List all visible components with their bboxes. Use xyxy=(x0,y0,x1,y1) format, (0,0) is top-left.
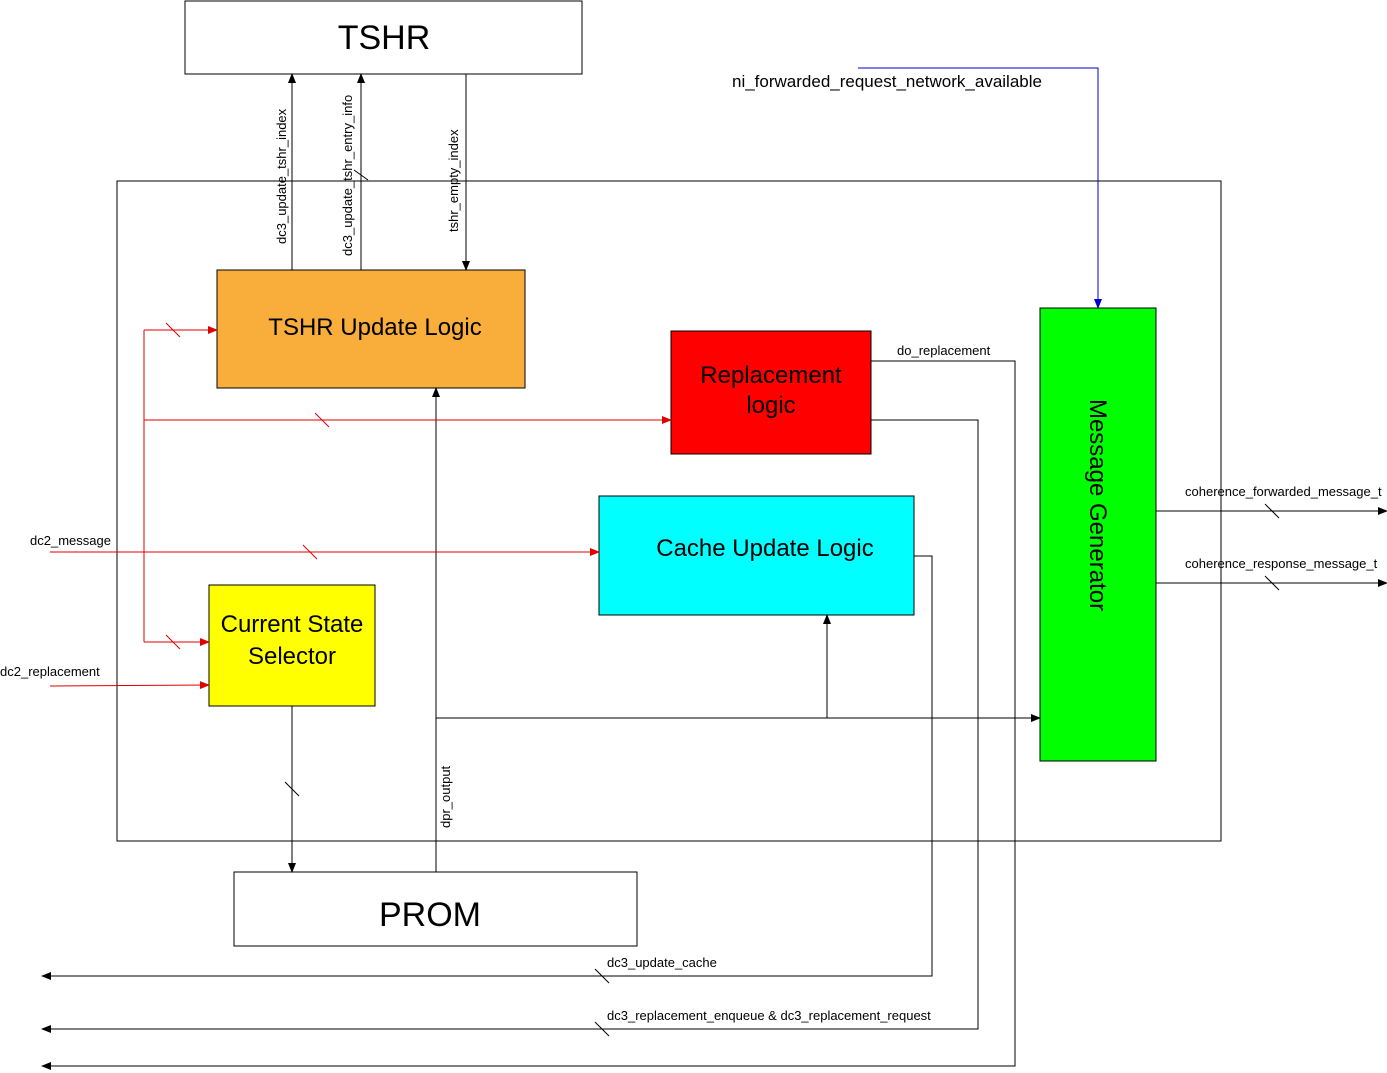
bus-mark-response xyxy=(1264,575,1280,591)
current-state-label-line2: Selector xyxy=(248,643,336,670)
label-dc3-update-tshr-index: dc3_update_tshr_index xyxy=(274,108,289,244)
bus-mark-entry-info xyxy=(353,169,369,181)
tshr-update-logic-label: TSHR Update Logic xyxy=(268,314,481,341)
label-dpr-output: dpr_output xyxy=(438,765,453,828)
label-dc3-update-cache: dc3_update_cache xyxy=(607,955,717,970)
replacement-logic-label-line1: Replacement xyxy=(700,362,842,389)
current-state-label-line1: Current State xyxy=(221,611,364,638)
bus-mark-state-to-prom xyxy=(284,781,300,797)
bus-mark-red-replacement xyxy=(314,412,330,428)
bus-mark-dc3-replacement xyxy=(594,1021,610,1037)
bus-mark-dc3-update-cache xyxy=(594,968,610,984)
tshr-block: TSHR xyxy=(184,0,583,75)
label-tshr-empty-index: tshr_empty_index xyxy=(446,129,461,232)
wire-dc3-replacement xyxy=(41,419,979,1033)
tshr-update-logic-block: TSHR Update Logic xyxy=(216,269,526,389)
bus-mark-forwarded xyxy=(1264,503,1280,519)
label-dc3-replacement: dc3_replacement_enqueue & dc3_replacemen… xyxy=(607,1008,931,1023)
prom-block: PROM xyxy=(233,871,638,947)
replacement-logic-block: Replacement logic xyxy=(670,330,872,455)
bus-mark-red-tshr-update xyxy=(165,322,181,338)
current-state-selector-block: Current State Selector xyxy=(208,584,376,707)
cache-update-logic-block: Cache Update Logic xyxy=(598,495,915,616)
cache-update-logic-label: Cache Update Logic xyxy=(656,535,873,562)
label-ni-forwarded-available: ni_forwarded_request_network_available xyxy=(732,72,1042,91)
wire-ni-forwarded-available xyxy=(858,67,1102,309)
bus-mark-dc2-message xyxy=(302,544,318,560)
bus-mark-red-current-state xyxy=(165,634,181,650)
label-dc2-replacement: dc2_replacement xyxy=(0,664,100,679)
label-do-replacement: do_replacement xyxy=(897,343,991,358)
label-coherence-response: coherence_response_message_t xyxy=(1185,556,1378,571)
replacement-logic-label-line2: logic xyxy=(746,392,795,419)
message-generator-label: Message Generator xyxy=(1084,399,1111,611)
label-dc3-update-tshr-entry-info: dc3_update_tshr_entry_info xyxy=(340,95,355,256)
wire-do-replacement xyxy=(41,360,1016,1070)
label-dc2-message: dc2_message xyxy=(30,533,111,548)
prom-label: PROM xyxy=(379,896,481,934)
message-generator-block: Message Generator xyxy=(1039,307,1157,762)
tshr-label: TSHR xyxy=(338,19,431,57)
wire-dc2-replacement xyxy=(49,681,210,690)
wire-dc3-update-cache xyxy=(41,555,933,980)
label-coherence-forwarded: coherence_forwarded_message_t xyxy=(1185,484,1382,499)
